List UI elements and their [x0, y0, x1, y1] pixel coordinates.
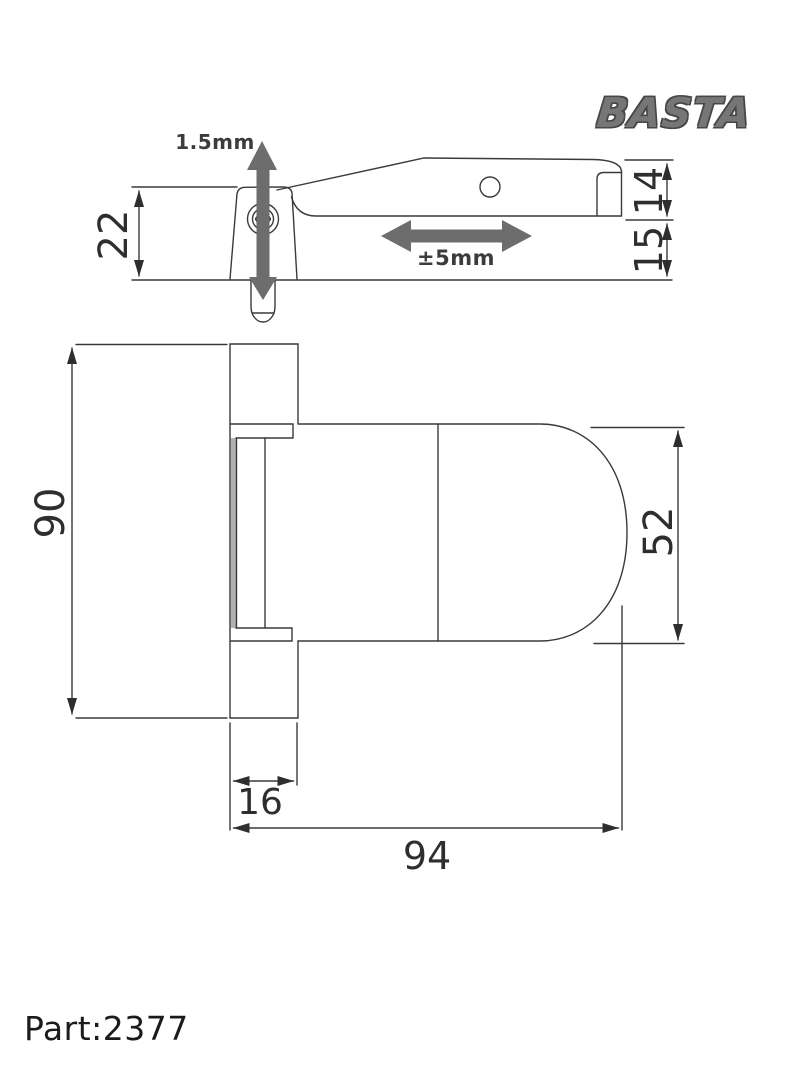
arm-end-slot [596, 171, 623, 217]
horizontal-adjustment-arrow-icon [381, 220, 532, 252]
strip-fold-shading [230, 438, 237, 628]
body-outline [297, 423, 628, 642]
strip-lower-step [229, 627, 293, 642]
adjustment-arrows [247, 141, 532, 300]
arm-outline [276, 157, 623, 217]
front-view-drawing [66, 343, 685, 834]
vertical-adjustment-arrow-icon [247, 141, 277, 300]
arm-hole [479, 176, 501, 198]
pivot-pin [250, 280, 276, 323]
strip-outline [229, 343, 299, 719]
strip-upper-step [229, 423, 294, 439]
